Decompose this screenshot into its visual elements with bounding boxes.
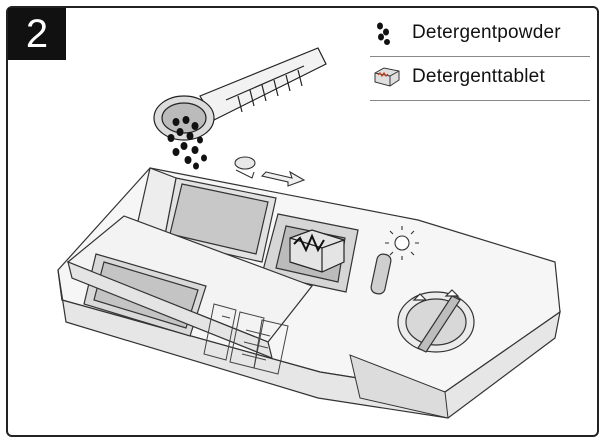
detergent-powder-granules: [167, 116, 207, 170]
legend-label-tablet: Detergenttablet: [412, 66, 545, 87]
dispenser-clip: [349, 354, 449, 419]
detergent-tablet: [289, 229, 345, 273]
legend-divider: [370, 56, 590, 57]
lid-latch: [234, 156, 306, 187]
detergent-scoop: [153, 47, 327, 141]
step-number-badge: 2: [8, 8, 66, 60]
step-number: 2: [25, 12, 49, 56]
legend-item-powder: Detergentpowder: [370, 16, 590, 52]
legend-item-tablet: Detergenttablet: [370, 60, 590, 96]
legend-divider-bottom: [370, 100, 590, 101]
detergent-tablet-icon: [374, 67, 400, 87]
detergent-powder-icon: [377, 22, 390, 45]
rinse-aid-dial: [397, 289, 475, 353]
lid-ribs: [203, 303, 289, 375]
rinse-aid-sun-icon: [385, 226, 419, 260]
rinse-aid-indicator: [370, 253, 392, 295]
dispenser-lid: [66, 215, 313, 359]
legend: Detergentpowder Detergenttablet: [370, 16, 590, 101]
legend-label-powder: Detergentpowder: [412, 22, 561, 43]
